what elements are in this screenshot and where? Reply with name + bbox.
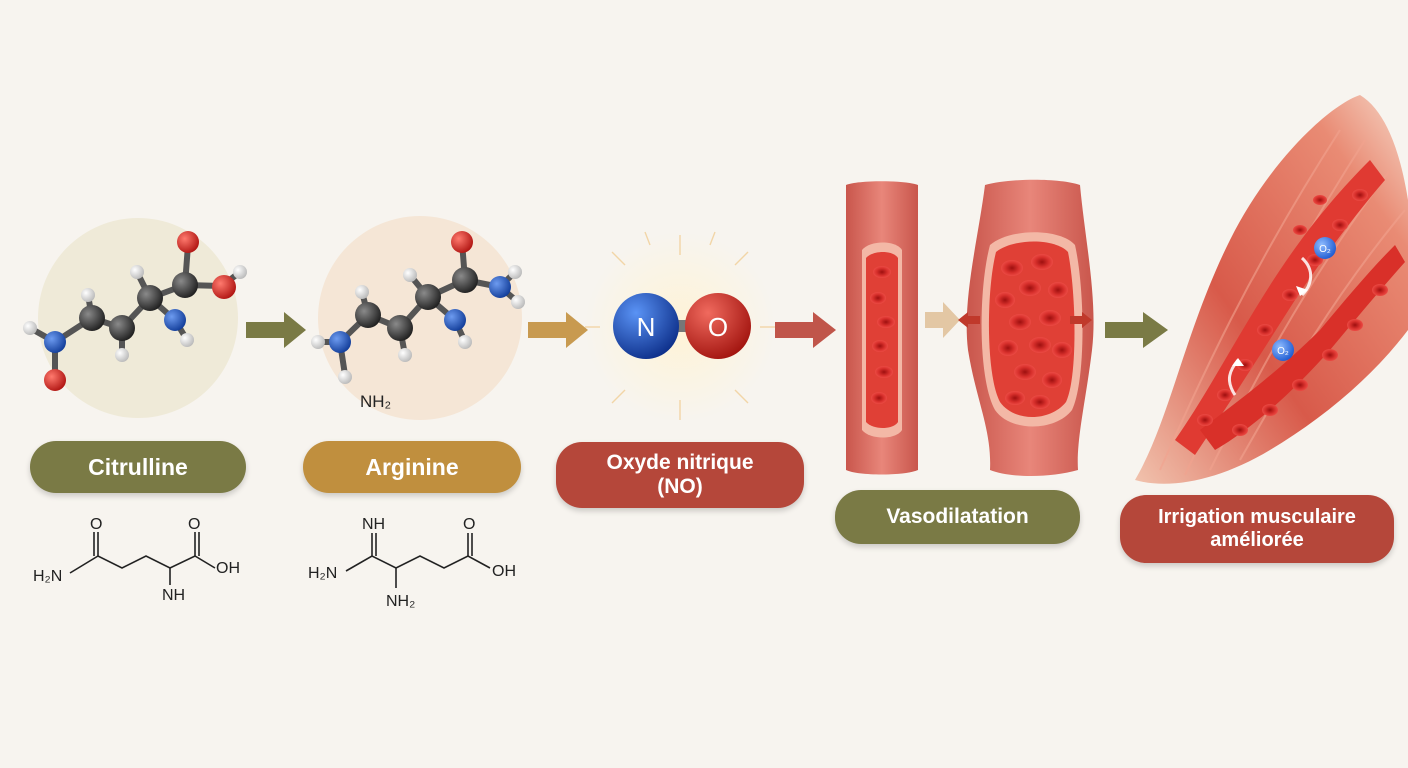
arrow-arginine-to-no — [528, 312, 588, 348]
citrulline-atoms — [23, 231, 247, 391]
arginine-nh-top: NH — [362, 516, 385, 533]
arginine-o-right: O — [463, 516, 475, 533]
dilated-blood-vessel — [958, 179, 1094, 476]
arginine-structural-formula — [345, 533, 491, 588]
arrow-vessel-narrow-to-wide — [925, 302, 960, 338]
citrulline-structural-formula — [69, 532, 216, 585]
arrow-citrulline-to-arginine — [246, 312, 306, 348]
dilation-arrows — [958, 312, 1092, 328]
step-nitric-oxide-label: Oxyde nitrique (NO) — [556, 442, 804, 508]
narrow-blood-vessel — [846, 181, 918, 475]
arginine-atoms — [311, 231, 525, 384]
oxygen-label: O — [708, 312, 728, 342]
step-vasodilatation-label: Vasodilatation — [835, 490, 1080, 544]
citrulline-o-right: O — [188, 516, 200, 533]
arrow-no-to-vessel — [775, 312, 836, 348]
step-citrulline-label: Citrulline — [30, 441, 246, 493]
arginine-oh: OH — [492, 563, 516, 580]
no-sparkle-rays — [585, 231, 775, 420]
nitrogen-atom — [613, 293, 679, 359]
arginine-h2n: H₂N — [308, 565, 337, 582]
citrulline-nh: NH — [162, 587, 185, 604]
citrulline-background-disc — [38, 218, 238, 418]
arrow-vessel-to-muscle — [1105, 312, 1168, 348]
muscle-illustration: O₂ O₂ — [1135, 95, 1408, 484]
citrulline-oh: OH — [216, 560, 240, 577]
arginine-nh2: NH₂ — [386, 593, 415, 610]
citrulline-h2n: H₂N — [33, 568, 62, 585]
step-arginine-label: Arginine — [303, 441, 521, 493]
o2-bubble-top — [1314, 237, 1336, 259]
o2-label-bottom: O₂ — [1277, 346, 1289, 357]
oxygen-atom — [685, 293, 751, 359]
arginine-background-disc — [318, 216, 522, 420]
citrulline-o-left: O — [90, 516, 102, 533]
nitrogen-label: N — [637, 312, 656, 342]
step-muscle-irrigation-label: Irrigation musculaire améliorée — [1120, 495, 1394, 563]
o2-label-top: O₂ — [1319, 244, 1331, 255]
arginine-nh2-label: NH₂ — [360, 392, 391, 411]
o2-bubble-bottom — [1272, 339, 1294, 361]
